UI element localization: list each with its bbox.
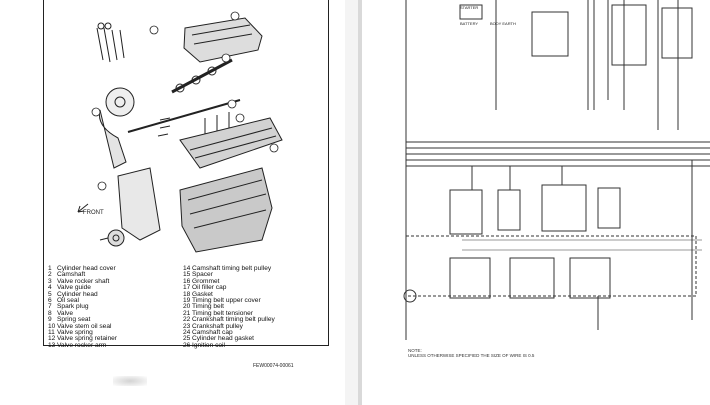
legend-label: Spark plug <box>57 303 89 311</box>
legend-item: 9 Spring seat <box>48 316 117 324</box>
legend-number: 9 <box>48 316 52 324</box>
legend-number: 10 <box>48 322 56 330</box>
figure-frame <box>43 0 329 346</box>
legend-number: 7 <box>48 303 52 311</box>
legend-number: 14 <box>183 265 191 272</box>
legend-label: Cylinder head gasket <box>192 335 254 343</box>
wiring-diagram: STARTER BATTERY BODY EARTH <box>403 0 710 340</box>
legend-label: Valve stem oil seal <box>57 322 112 330</box>
legend-label: Spacer <box>192 271 213 279</box>
legend-label: Timing belt upper cover <box>192 297 261 305</box>
legend-number: 25 <box>183 335 191 343</box>
legend-item: 5 Cylinder head <box>48 290 117 298</box>
legend-number: 12 <box>48 335 56 343</box>
right-page: STARTER BATTERY BODY EARTH <box>362 0 710 405</box>
book-gutter <box>345 0 362 405</box>
legend-number: 11 <box>48 329 55 337</box>
battery-label: BATTERY <box>460 21 478 26</box>
legend-label: Valve spring <box>57 329 93 337</box>
legend-label: Gasket <box>192 290 213 298</box>
legend-number: 15 <box>183 271 191 279</box>
legend-number: 2 <box>48 271 52 279</box>
legend-number: 8 <box>48 309 52 317</box>
legend-label: Camshaft cap <box>192 329 233 337</box>
legend-label: Valve <box>57 309 74 317</box>
legend-label: Camshaft <box>57 271 86 279</box>
legend-label: Ignition coil <box>192 341 225 349</box>
legend-label: Cylinder head <box>57 290 98 298</box>
legend-label: Crankshaft pulley <box>192 322 243 330</box>
legend-number: 20 <box>183 303 191 311</box>
legend-item: 1 Cylinder head cover <box>48 265 117 272</box>
legend-label: Cylinder head cover <box>57 265 116 272</box>
legend-label: Valve guide <box>57 284 91 292</box>
legend-number: 13 <box>48 341 56 349</box>
legend-item: 4 Valve guide <box>48 284 117 292</box>
legend-number: 21 <box>183 309 191 317</box>
legend-number: 18 <box>183 290 191 298</box>
page-smudge <box>113 376 147 386</box>
legend-label: Timing belt tensioner <box>192 309 253 317</box>
legend-number: 4 <box>48 284 52 292</box>
legend-label: Valve rocker arm <box>57 341 107 349</box>
legend-label: Spring seat <box>57 316 91 324</box>
legend-number: 23 <box>183 322 191 330</box>
legend-number: 26 <box>183 341 191 349</box>
legend-number: 22 <box>183 316 191 324</box>
legend-label: Valve spring retainer <box>57 335 117 343</box>
figure-code: FEW00074-00061 <box>253 363 294 369</box>
legend-item: 6 Oil seal <box>48 297 117 305</box>
body-earth-label: BODY EARTH <box>490 21 516 26</box>
wiring-note: NOTE: UNLESS OTHERWISE SPECIFIED THE SIZ… <box>408 348 535 358</box>
engine-exploded-diagram <box>77 11 283 253</box>
legend-item: 8 Valve <box>48 309 117 317</box>
legend-label: Oil filler cap <box>192 284 227 292</box>
legend-number: 6 <box>48 297 52 305</box>
legend-label: Grommet <box>192 277 220 285</box>
page-fold-shadow <box>358 0 362 405</box>
legend-item: 3 Valve rocker shaft <box>48 277 117 285</box>
legend-label: Crankshaft timing belt pulley <box>192 316 275 324</box>
legend-number: 24 <box>183 329 191 337</box>
legend-label: Oil seal <box>57 297 79 305</box>
legend-item: 2 Camshaft <box>48 271 117 279</box>
legend-label: Timing belt <box>192 303 225 311</box>
legend-label: Camshaft timing belt pulley <box>192 265 272 272</box>
front-label: FRONT <box>83 210 104 216</box>
starter-label: STARTER <box>460 5 478 10</box>
legend-number: 16 <box>183 277 191 285</box>
legend-number: 19 <box>183 297 191 305</box>
legend-item: 7 Spark plug <box>48 303 117 311</box>
legend-label: Valve rocker shaft <box>57 277 110 285</box>
legend-number: 17 <box>183 284 191 292</box>
legend-number: 5 <box>48 290 52 298</box>
legend-number: 3 <box>48 277 52 285</box>
legend-number: 1 <box>48 265 52 272</box>
